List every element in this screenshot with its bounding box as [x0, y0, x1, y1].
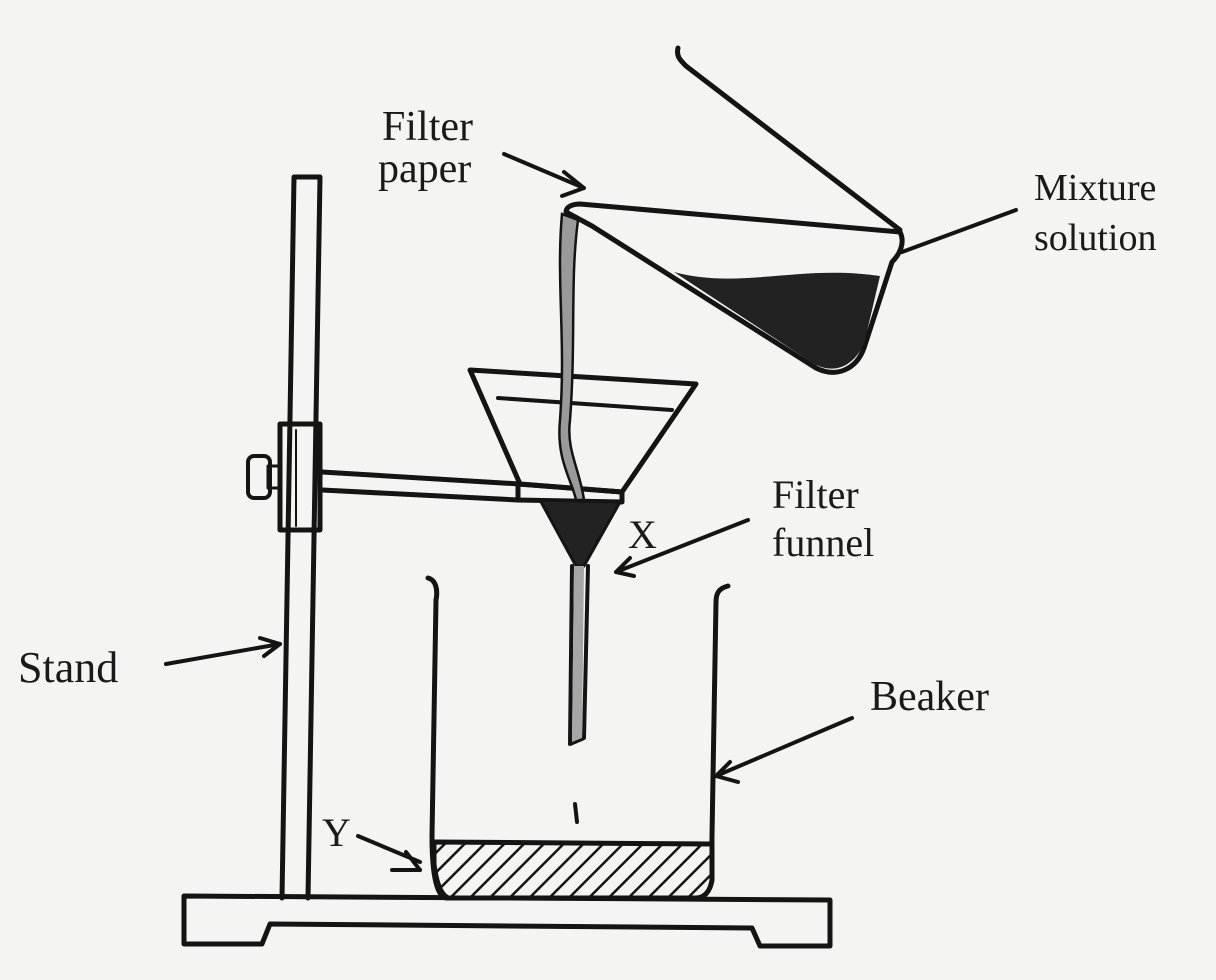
- clamp-screw-icon: [246, 454, 282, 500]
- liquid-stream: [558, 212, 586, 502]
- arrow-mixture-icon: [900, 208, 1018, 254]
- label-x-marker: X: [628, 512, 657, 557]
- label-filter-funnel-2: funnel: [772, 520, 874, 565]
- label-mixture-2: solution: [1034, 217, 1156, 259]
- pouring-beaker: [563, 45, 905, 375]
- label-beaker: Beaker: [870, 674, 989, 720]
- arrow-beaker-icon: [714, 716, 854, 784]
- arrow-y-icon: [356, 834, 422, 872]
- arrow-filter-paper-icon: [502, 152, 586, 198]
- label-stand: Stand: [18, 643, 118, 692]
- label-filter-funnel-1: Filter: [772, 472, 859, 517]
- label-mixture-1: Mixture: [1034, 167, 1156, 209]
- arrow-stand-icon: [164, 636, 282, 666]
- filter-funnel: [467, 367, 699, 746]
- label-filter-paper-1: Filter: [382, 104, 473, 150]
- filtrate-y: [431, 839, 715, 901]
- label-filter-paper-2: paper: [378, 146, 471, 192]
- label-y-marker: Y: [322, 810, 351, 855]
- drop-icon: [573, 802, 579, 824]
- stand-rod: [279, 174, 323, 901]
- arrow-filter-funnel-icon: [614, 518, 750, 578]
- stand-base: [181, 893, 833, 949]
